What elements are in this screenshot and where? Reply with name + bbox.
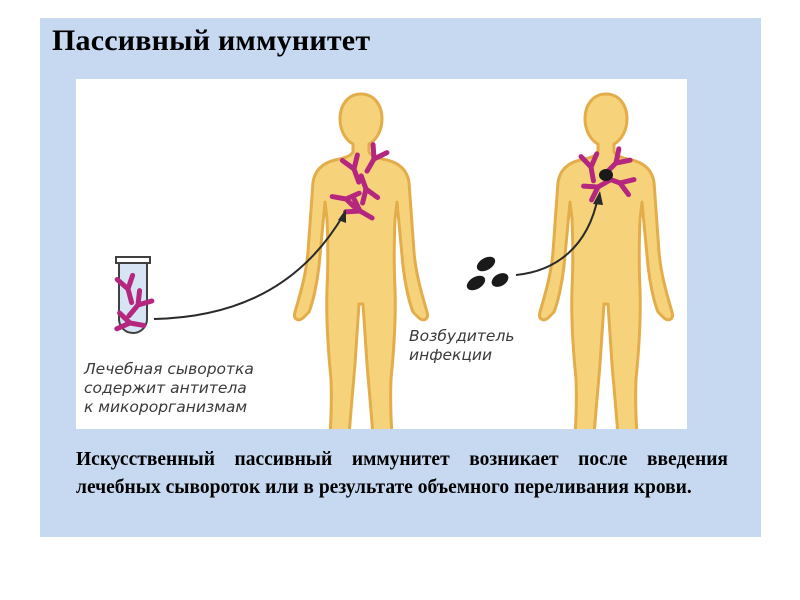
human-figure-right — [538, 92, 674, 429]
human-figure-left — [293, 92, 429, 429]
pathogen-captured-icon — [599, 169, 613, 181]
test-tube-icon — [116, 256, 152, 333]
illustration: Лечебная сыворотка содержит антитела к м… — [76, 79, 687, 429]
pathogen-caption-line: Возбудитель — [409, 327, 515, 345]
serum-caption: Лечебная сыворотка содержит антитела к м… — [83, 360, 259, 416]
slide-title: Пассивный иммунитет — [52, 24, 371, 57]
arrow-pathogen-to-body — [515, 191, 603, 276]
body-text: Искусственный пассивный иммунитет возник… — [76, 449, 728, 498]
serum-caption-line: Лечебная сыворотка — [83, 360, 254, 378]
pathogen-icon — [466, 256, 509, 291]
pathogen-caption-line: инфекции — [409, 346, 492, 364]
pathogen-caption: Возбудитель инфекции — [409, 327, 519, 364]
serum-caption-line: к микорорганизмам — [84, 398, 247, 416]
arrow-serum-to-body — [153, 209, 346, 320]
serum-caption-line: содержит антитела — [84, 379, 247, 397]
